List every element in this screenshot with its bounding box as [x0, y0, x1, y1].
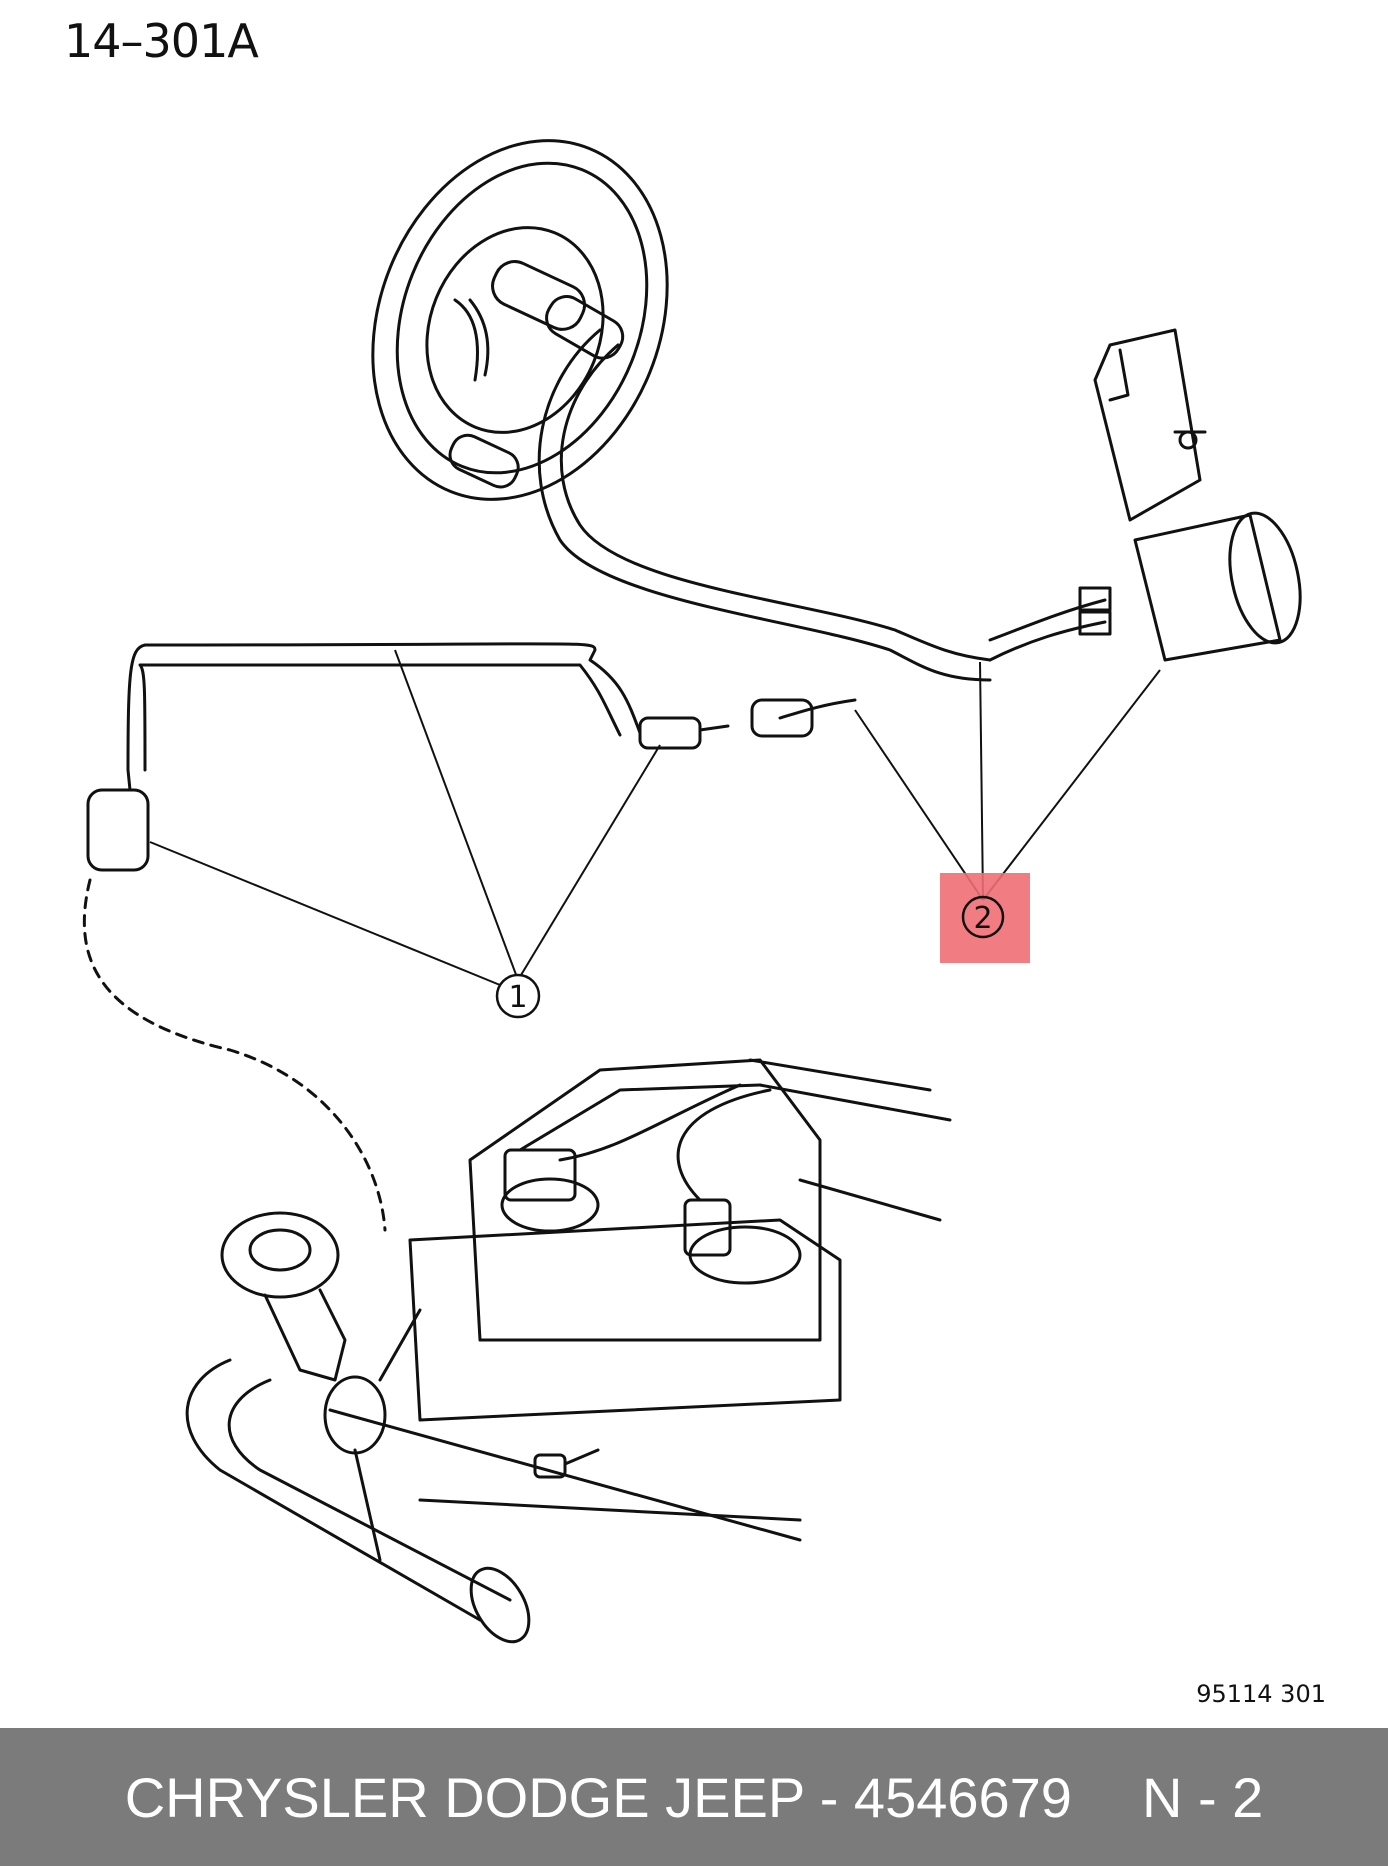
callout-1[interactable]: 1 — [495, 973, 541, 1019]
part-note: N - 2 — [1141, 1765, 1264, 1829]
callout-2-leader-c — [982, 669, 1161, 901]
parts-diagram: 1 2 — [82, 139, 1302, 1644]
engine-assembly — [185, 1058, 952, 1644]
callout-2-highlight — [940, 873, 1030, 963]
part-info-bar: CHRYSLER DODGE JEEP - 4546679 N - 2 — [0, 1728, 1388, 1866]
part-title: CHRYSLER DODGE JEEP - 4546679 — [124, 1765, 1072, 1829]
routing-dashed-line — [82, 878, 387, 1232]
callout-1-leader-a — [394, 649, 519, 981]
fuel-return-line — [86, 642, 642, 872]
callout-2-leader-b — [979, 661, 984, 901]
fuel-supply-hose — [537, 328, 1107, 682]
fuel-filter — [1078, 328, 1302, 662]
fuel-pump-module — [371, 139, 669, 501]
callout-2[interactable]: 2 — [961, 895, 1005, 939]
callout-2-label: 2 — [973, 901, 992, 936]
callout-1-leader-c — [149, 841, 501, 986]
drawing-number: 95114 301 — [1196, 1680, 1326, 1708]
quick-connect-fittings — [638, 698, 857, 750]
callout-2-leader-a — [854, 709, 984, 901]
callout-1-leader-b — [517, 744, 661, 981]
callout-1-label: 1 — [508, 980, 527, 1015]
diagram-reference-code: 14–301A — [64, 14, 259, 68]
